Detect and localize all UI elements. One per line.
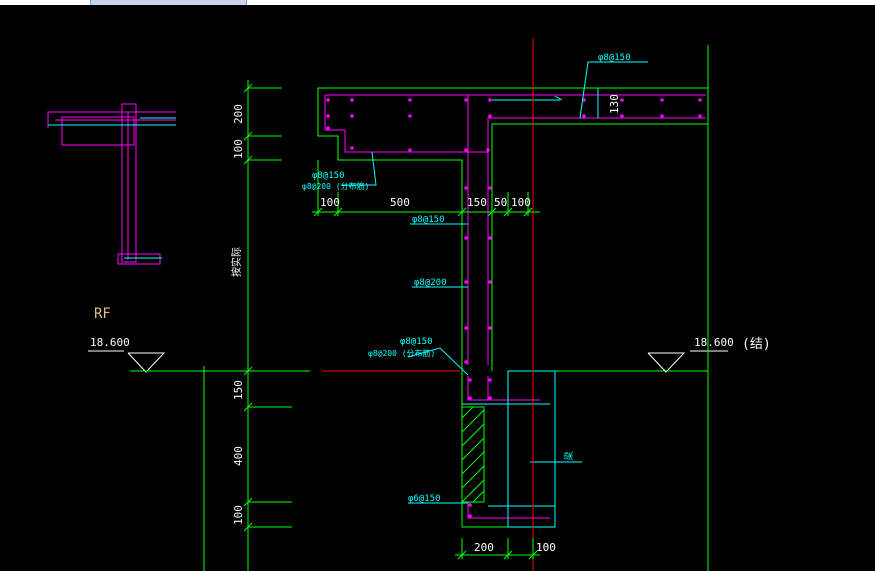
rebar-label-b: φ8@200 (分布筋) (302, 181, 369, 191)
rebar-dots (326, 98, 702, 518)
left-dimension-lower (203, 366, 292, 571)
window-tab-strip (0, 0, 875, 5)
vertical-note: 按实际 (230, 247, 243, 277)
dim-bottom-100: 100 (536, 541, 556, 554)
rebar-label-g: φ6@150 (408, 494, 441, 504)
top-dimension (312, 160, 540, 217)
dim-top-100a: 100 (320, 196, 340, 209)
rebar-label-e: φ8@150 (400, 337, 433, 347)
dim-upper-200: 200 (232, 104, 245, 124)
elevation-right-note: (结) (742, 337, 771, 352)
elevation-left-symbol (127, 352, 166, 373)
dim-lower-100: 100 (232, 505, 245, 525)
side-mark: 梁 (563, 451, 575, 460)
elevation-left: 18.600 (90, 336, 130, 349)
rebar-label-c: φ8@150 (412, 215, 445, 225)
left-dimension-upper (243, 80, 282, 370)
dim-130: 130 (608, 94, 621, 114)
dim-top-150: 150 (467, 196, 487, 209)
dim-top-100b: 100 (511, 196, 531, 209)
rebar-label-top: φ8@150 (598, 53, 631, 63)
cyan-lines (342, 61, 648, 528)
level-label-rf: RF (94, 306, 111, 322)
rebar-label-d: φ8@200 (414, 278, 447, 288)
hatched-wall (461, 406, 485, 503)
rebar-label-f: φ8@200 (分布筋) (368, 348, 435, 358)
dim-lower-400: 400 (232, 446, 245, 466)
rebar-lines (324, 94, 706, 519)
bottom-dimension (455, 538, 540, 560)
drawing-tab[interactable] (90, 0, 247, 5)
section-outline (317, 45, 709, 571)
dim-bottom-200: 200 (474, 541, 494, 554)
dim-upper-100: 100 (232, 139, 245, 159)
rebar-label-a: φ8@150 (312, 171, 345, 181)
dim-top-500: 500 (390, 196, 410, 209)
small-detail-sketch (47, 103, 176, 265)
dim-top-50: 50 (494, 196, 507, 209)
cad-drawing-canvas[interactable]: RF 18.600 18.600 (结) 200 100 按实际 150 400… (0, 5, 875, 571)
dim-lower-150: 150 (232, 380, 245, 400)
elevation-right: 18.600 (694, 336, 734, 349)
elevation-right-symbol (647, 352, 686, 373)
